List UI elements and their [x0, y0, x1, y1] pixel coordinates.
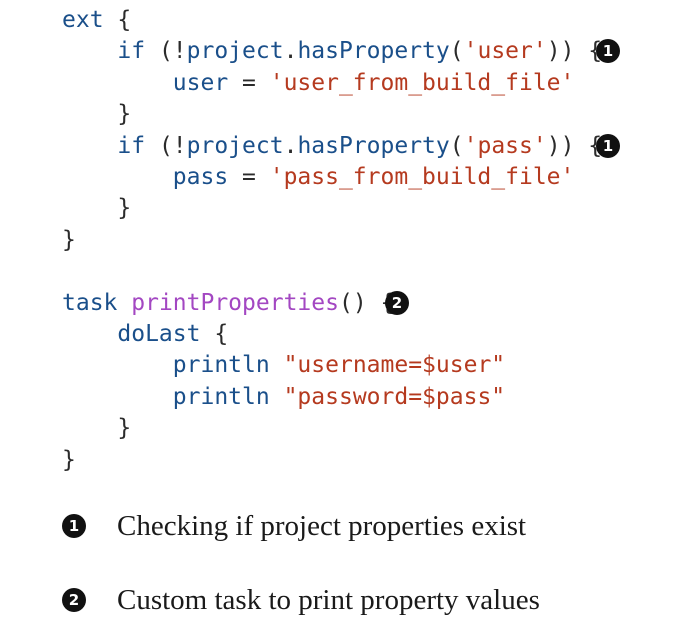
- code-token: [270, 352, 284, 378]
- code-line: if (!project.hasProperty('pass')) {: [62, 131, 602, 162]
- code-line: ext {: [62, 5, 131, 36]
- code-line: if (!project.hasProperty('user')) {: [62, 36, 602, 67]
- code-token: "username=$user": [283, 352, 506, 379]
- code-token: task: [62, 289, 118, 316]
- code-token: }: [62, 446, 76, 473]
- code-token: .: [283, 132, 298, 159]
- code-token: println: [172, 383, 270, 410]
- code-token: .: [283, 38, 298, 65]
- code-token: (: [449, 132, 464, 159]
- code-line: }: [62, 225, 76, 256]
- code-token: =: [228, 69, 270, 96]
- code-token: printProperties: [131, 289, 339, 316]
- code-token: ext: [62, 7, 104, 33]
- code-line: user = 'user_from_build_file': [62, 68, 575, 99]
- code-token: [117, 290, 131, 316]
- code-line: doLast {: [62, 319, 228, 350]
- callout-1-icon: 1: [596, 39, 620, 64]
- code-token: )) {: [546, 132, 603, 159]
- callout-2-icon: 2: [385, 290, 409, 315]
- code-token: if: [117, 38, 146, 65]
- callout-1-icon: 1: [62, 514, 86, 538]
- annotation-text: Custom task to print property values: [117, 584, 540, 616]
- code-token: pass: [172, 164, 229, 190]
- code-token: "password=$pass": [283, 383, 506, 410]
- annotation-text: Checking if project properties exist: [117, 510, 527, 542]
- code-token: }: [117, 195, 132, 222]
- code-token: project: [186, 38, 284, 65]
- code-token: =: [228, 164, 270, 190]
- code-token: if: [117, 132, 146, 159]
- code-token: [270, 384, 284, 410]
- callout-1-icon: 1: [596, 133, 620, 158]
- code-token: (!: [145, 38, 187, 65]
- code-token: 'user': [463, 38, 547, 65]
- code-token: project: [186, 132, 284, 159]
- code-line: task printProperties() {: [62, 288, 394, 319]
- code-token: hasProperty: [297, 38, 450, 65]
- code-line: println "username=$user": [62, 350, 505, 381]
- code-token: hasProperty: [297, 132, 450, 159]
- code-line: }: [62, 413, 131, 444]
- code-token: }: [117, 415, 132, 442]
- code-token: println: [172, 352, 270, 379]
- code-token: doLast: [117, 321, 201, 347]
- code-token: 'user_from_build_file': [269, 69, 575, 96]
- code-token: (: [449, 38, 464, 65]
- code-line: }: [62, 445, 76, 476]
- code-token: 'pass': [463, 132, 547, 159]
- code-token: (!: [145, 132, 187, 159]
- code-token: )) {: [546, 38, 603, 65]
- code-token: 'pass_from_build_file': [269, 164, 575, 190]
- code-line: }: [62, 193, 131, 224]
- code-token: }: [62, 226, 76, 253]
- code-token: {: [200, 321, 229, 347]
- code-token: user: [172, 69, 229, 96]
- code-token: }: [117, 101, 132, 128]
- code-token: {: [103, 7, 132, 33]
- code-line: println "password=$pass": [62, 382, 505, 413]
- code-line: }: [62, 99, 131, 130]
- code-line: pass = 'pass_from_build_file': [62, 162, 575, 193]
- callout-2-icon: 2: [62, 588, 86, 612]
